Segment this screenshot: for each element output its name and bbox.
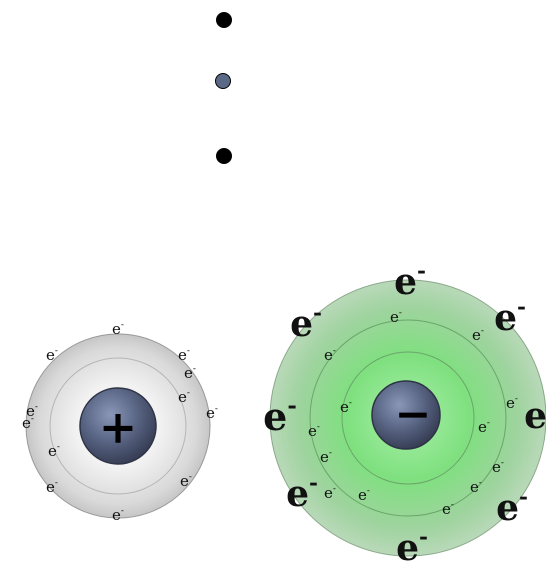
electron-label: e- bbox=[524, 393, 546, 437]
nucleus-symbol: + bbox=[99, 400, 138, 454]
electron-label: e- bbox=[494, 295, 526, 339]
electron-label: e- bbox=[178, 346, 190, 364]
electron-label: e- bbox=[496, 485, 528, 529]
electron-label: e- bbox=[112, 506, 124, 524]
nucleus-symbol: − bbox=[395, 389, 432, 440]
electron-label: e- bbox=[396, 525, 428, 565]
electron-label: e- bbox=[180, 472, 192, 490]
electron-label: e- bbox=[206, 404, 218, 422]
